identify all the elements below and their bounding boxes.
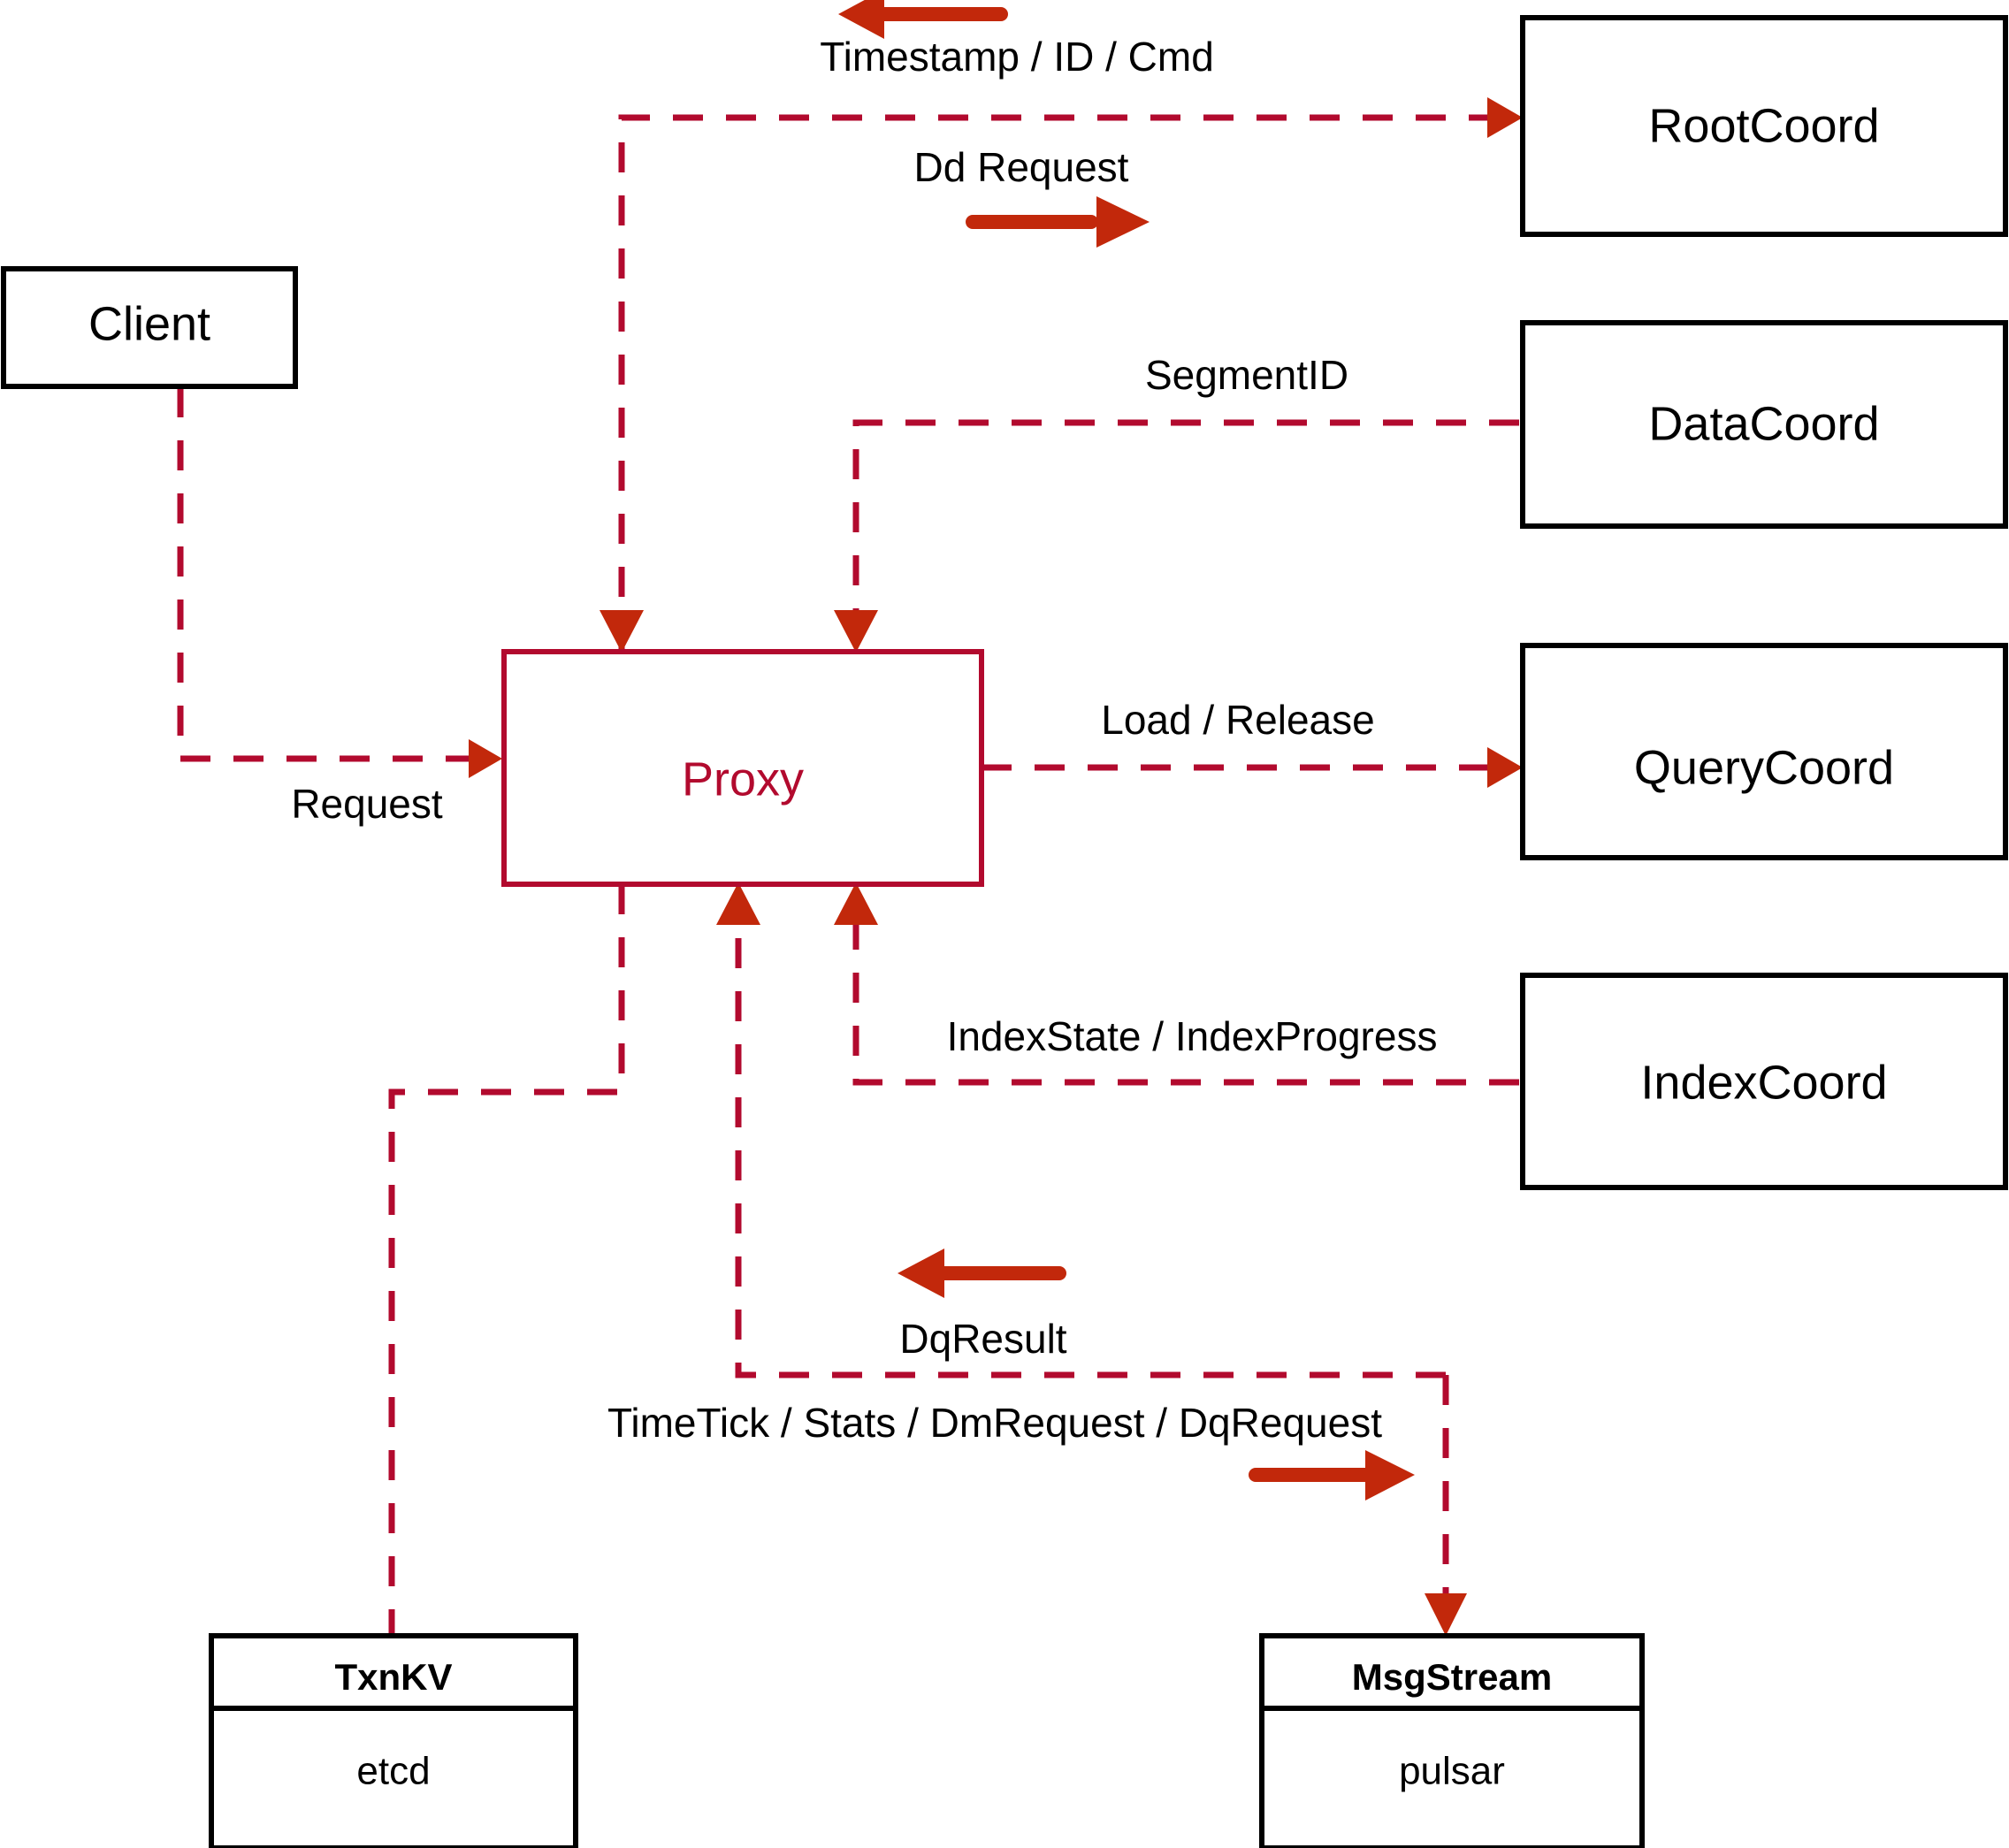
- flow-arrow-dd-request: [966, 196, 1150, 248]
- node-datacoord-label: DataCoord: [1648, 397, 1879, 450]
- node-txnkv-impl: etcd: [356, 1750, 430, 1793]
- edge-label-load-release: Load / Release: [1101, 697, 1374, 743]
- node-proxy[interactable]: Proxy: [501, 649, 984, 887]
- node-rootcoord-label: RootCoord: [1648, 99, 1879, 152]
- edge-proxy-txnkv: [388, 884, 625, 1636]
- arrowhead-querycoord: [1487, 747, 1523, 788]
- node-msgstream-impl: pulsar: [1399, 1750, 1505, 1793]
- edge-label-dqresult: DqResult: [899, 1316, 1066, 1362]
- node-querycoord[interactable]: QueryCoord: [1520, 643, 2008, 860]
- node-txnkv[interactable]: TxnKV etcd: [209, 1633, 578, 1848]
- edge-datacoord-proxy: [852, 419, 1519, 650]
- edge-proxy-rootcoord: [618, 114, 1503, 650]
- arrowhead-client-proxy: [469, 739, 502, 778]
- edge-label-segmentid: SegmentID: [1145, 352, 1348, 398]
- edge-client-proxy: [177, 387, 485, 762]
- flow-arrow-timetick: [1249, 1450, 1415, 1501]
- edge-label-request: Request: [291, 781, 443, 827]
- flow-arrow-timestamp: [838, 0, 1008, 39]
- edge-label-timetick: TimeTick / Stats / DmRequest / DqRequest: [607, 1400, 1382, 1446]
- arrowhead-proxy-bottom-mid: [716, 882, 760, 925]
- node-proxy-label: Proxy: [682, 752, 804, 806]
- node-client-label: Client: [88, 297, 210, 350]
- node-txnkv-label: TxnKV: [334, 1656, 452, 1698]
- node-msgstream-label: MsgStream: [1352, 1656, 1552, 1698]
- node-indexcoord-label: IndexCoord: [1640, 1056, 1887, 1109]
- edge-label-timestamp: Timestamp / ID / Cmd: [820, 34, 1214, 80]
- arrowhead-proxy-bottom-right: [834, 882, 878, 925]
- node-client[interactable]: Client: [1, 266, 298, 389]
- node-msgstream[interactable]: MsgStream pulsar: [1259, 1633, 1645, 1848]
- edge-label-indexstate: IndexState / IndexProgress: [947, 1013, 1438, 1059]
- node-indexcoord[interactable]: IndexCoord: [1520, 973, 2008, 1190]
- edge-indexcoord-proxy: [852, 902, 1519, 1086]
- arrowhead-proxy-top-left: [600, 610, 644, 653]
- node-rootcoord[interactable]: RootCoord: [1520, 15, 2008, 237]
- flow-arrow-dqresult: [898, 1249, 1066, 1298]
- node-datacoord[interactable]: DataCoord: [1520, 320, 2008, 529]
- node-querycoord-label: QueryCoord: [1634, 741, 1894, 794]
- edge-label-dd-request: Dd Request: [914, 144, 1129, 190]
- arrowhead-proxy-top-right: [834, 610, 878, 653]
- edge-msgstream-proxy: [735, 902, 1446, 1378]
- arrowhead-msgstream: [1425, 1593, 1467, 1636]
- arrowhead-rootcoord: [1487, 97, 1523, 138]
